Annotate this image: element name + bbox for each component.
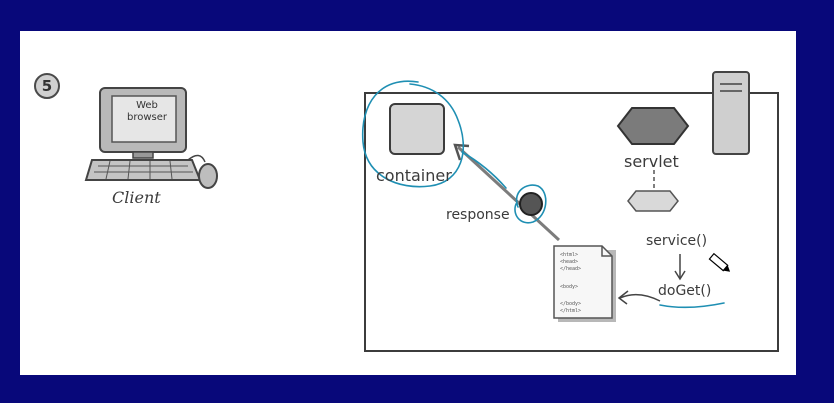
doc-line: <body> xyxy=(560,284,578,290)
server-tower-icon xyxy=(712,71,750,155)
pen-annotations xyxy=(361,80,725,309)
screen-line-1: Web xyxy=(136,100,158,111)
doc-line: <head> xyxy=(560,259,578,265)
doget-underline-annotation xyxy=(659,302,725,309)
client-label: Client xyxy=(112,188,161,207)
container-boundary xyxy=(364,92,779,352)
step-number-badge: 5 xyxy=(34,73,60,99)
doc-line: </html> xyxy=(560,308,581,314)
servlet-label: servlet xyxy=(624,152,679,171)
servlet-hexagon xyxy=(616,107,690,145)
client-computer-icon xyxy=(84,87,218,189)
html-document-icon: <html> <head> </head> <body> </body> </h… xyxy=(553,245,616,322)
thread-hexagon xyxy=(627,190,679,212)
doc-line: </body> xyxy=(560,301,581,307)
container-label: container xyxy=(376,166,452,185)
service-method-label: service() xyxy=(646,233,708,249)
container-box xyxy=(389,103,445,155)
response-arrow xyxy=(456,145,561,242)
browser-screen-text: Web browser xyxy=(118,100,176,124)
arrow-trace-annotation xyxy=(461,151,507,189)
response-label: response xyxy=(446,207,510,223)
response-object xyxy=(519,192,543,216)
response-circle-annotation xyxy=(514,184,547,224)
doc-line: <html> xyxy=(560,252,578,258)
doget-return-arrow xyxy=(619,293,661,302)
doget-method-label: doGet() xyxy=(658,283,712,299)
pen-cursor-icon xyxy=(708,252,731,272)
doc-line: </head> xyxy=(560,266,581,272)
container-circle-annotation xyxy=(361,80,465,188)
screen-line-2: browser xyxy=(126,112,167,123)
